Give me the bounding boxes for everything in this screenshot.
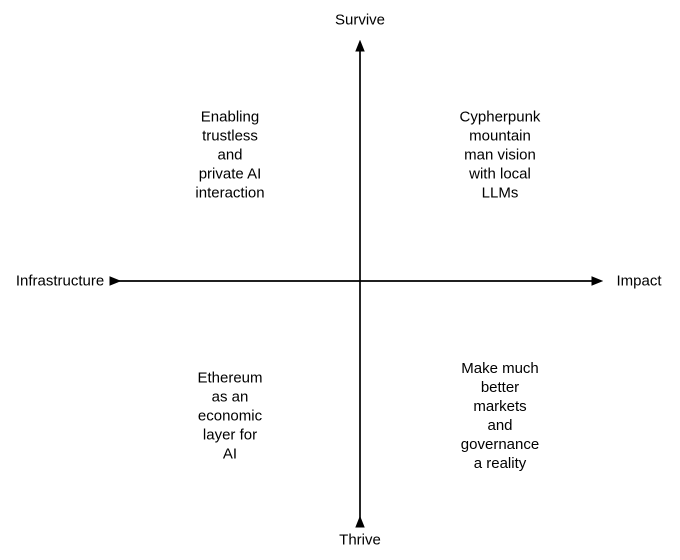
axis-label-survive: Survive <box>334 11 386 29</box>
quadrant-text-bottom-left: Ethereum as an economic layer for AI <box>197 369 263 463</box>
axis-label-infrastructure: Infrastructure <box>15 272 105 290</box>
axis-label-thrive: Thrive <box>339 531 381 549</box>
quadrant-text-top-left: Enabling trustless and private AI intera… <box>195 108 265 202</box>
axis-label-impact: Impact <box>616 272 662 290</box>
quadrant-text-top-right: Cypherpunk mountain man vision with loca… <box>459 108 541 202</box>
quadrant-text-bottom-right: Make much better markets and governance … <box>460 360 540 472</box>
